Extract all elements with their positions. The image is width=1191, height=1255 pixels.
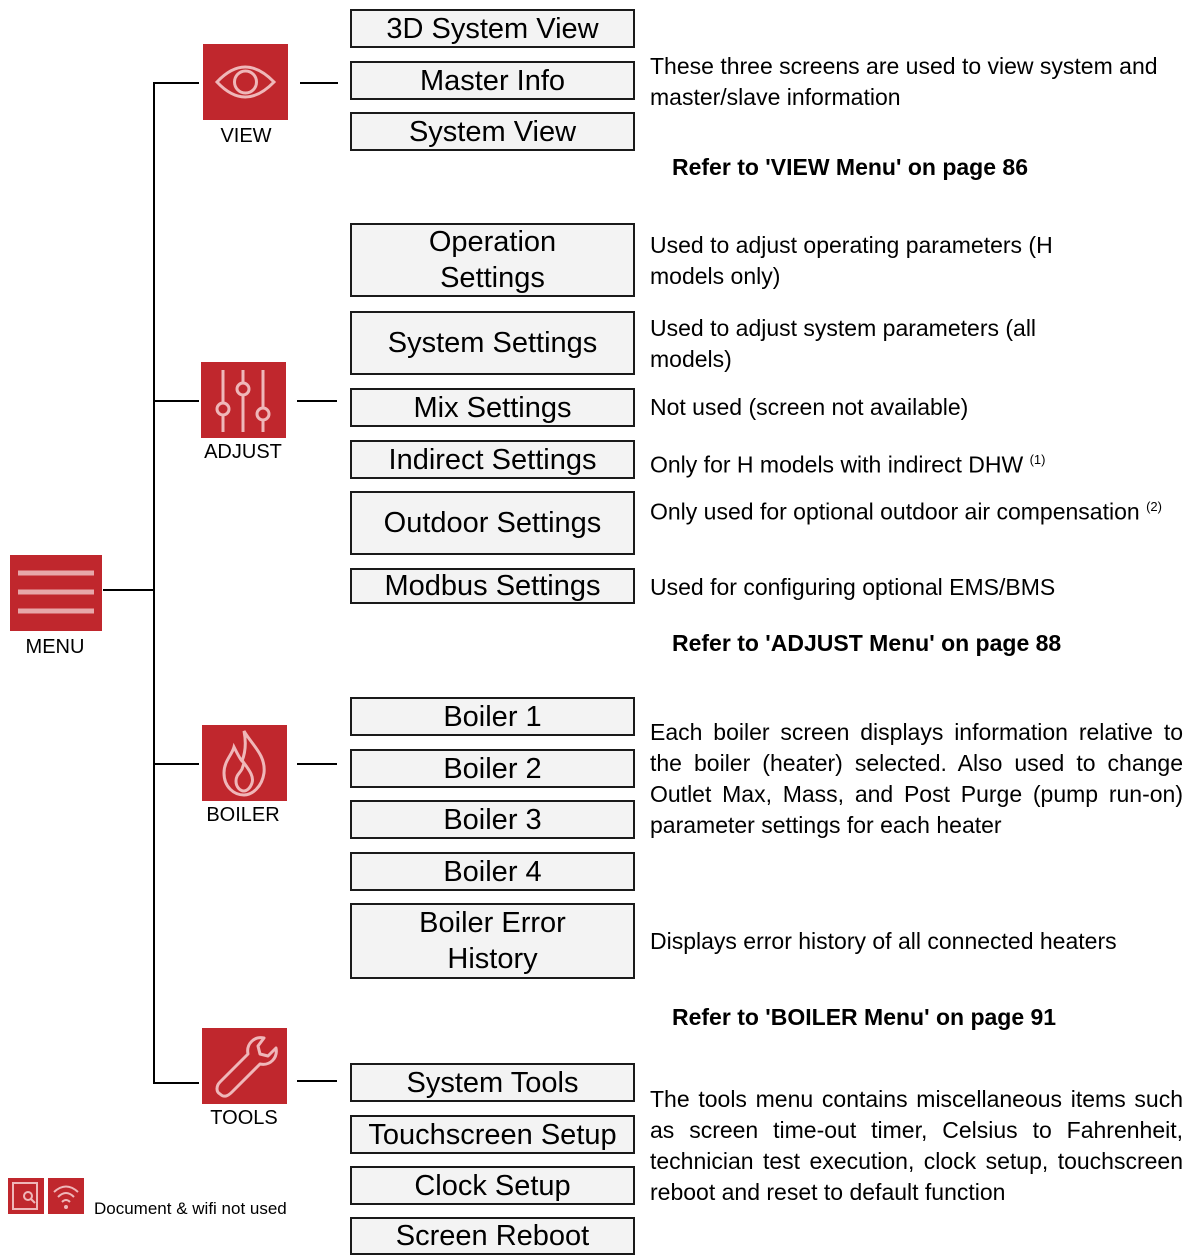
- outdoor-settings-text: Only used for optional outdoor air compe…: [650, 498, 1140, 525]
- footnote-2: (2): [1146, 499, 1162, 514]
- button-boiler-1[interactable]: Boiler 1: [350, 697, 635, 736]
- button-outdoor-settings[interactable]: Outdoor Settings: [350, 491, 635, 555]
- operation-settings-description: Used to adjust operating parameters (H m…: [650, 232, 1053, 289]
- mix-settings-description: Not used (screen not available): [650, 394, 969, 420]
- button-boiler-3[interactable]: Boiler 3: [350, 800, 635, 839]
- outdoor-settings-description: Only used for optional outdoor air compe…: [650, 491, 1182, 528]
- indirect-settings-description: Only for H models with indirect DHW (1): [650, 444, 1183, 481]
- button-boiler-error-history[interactable]: Boiler Error History: [350, 903, 635, 979]
- button-clock-setup[interactable]: Clock Setup: [350, 1166, 635, 1205]
- button-system-tools[interactable]: System Tools: [350, 1063, 635, 1102]
- button-touchscreen-setup[interactable]: Touchscreen Setup: [350, 1115, 635, 1154]
- note-text: Document & wifi not used: [94, 1199, 287, 1218]
- adjust-label: ADJUST: [204, 441, 282, 463]
- button-screen-reboot[interactable]: Screen Reboot: [350, 1217, 635, 1255]
- button-indirect-settings[interactable]: Indirect Settings: [350, 440, 635, 479]
- view-connector: [300, 82, 338, 84]
- button-system-view[interactable]: System View: [350, 112, 635, 151]
- view-reference: Refer to 'VIEW Menu' on page 86: [672, 154, 1028, 180]
- view-branch: [153, 82, 199, 84]
- button-boiler-2[interactable]: Boiler 2: [350, 749, 635, 788]
- sliders-icon[interactable]: [201, 362, 286, 438]
- indirect-settings-text: Only for H models with indirect DHW: [650, 451, 1024, 478]
- menu-label: MENU: [25, 636, 85, 658]
- view-label: VIEW: [220, 125, 272, 147]
- boiler-label: BOILER: [206, 804, 280, 826]
- button-modbus-settings[interactable]: Modbus Settings: [350, 568, 635, 604]
- menu-connector: [103, 589, 154, 591]
- button-system-settings[interactable]: System Settings: [350, 311, 635, 375]
- modbus-settings-description: Used for configuring optional EMS/BMS: [650, 574, 1056, 600]
- button-3d-system-view[interactable]: 3D System View: [350, 9, 635, 48]
- tree-trunk: [153, 83, 155, 1083]
- view-description: These three screens are used to view sys…: [650, 53, 1158, 110]
- button-mix-settings[interactable]: Mix Settings: [350, 388, 635, 427]
- eye-icon[interactable]: [203, 44, 288, 120]
- tools-description: The tools menu contains miscellaneous it…: [650, 1086, 1183, 1205]
- system-settings-description: Used to adjust system parameters (all mo…: [650, 315, 1037, 372]
- wrench-icon[interactable]: [202, 1028, 287, 1104]
- boiler-reference: Refer to 'BOILER Menu' on page 91: [672, 1004, 1057, 1030]
- document-icon: [8, 1178, 44, 1214]
- button-operation-settings[interactable]: Operation Settings: [350, 223, 635, 297]
- button-boiler-4[interactable]: Boiler 4: [350, 852, 635, 891]
- adjust-connector: [297, 400, 337, 402]
- boiler-branch: [153, 763, 199, 765]
- boiler-error-description: Displays error history of all connected …: [650, 928, 1117, 954]
- tools-label: TOOLS: [210, 1107, 278, 1129]
- boiler-description: Each boiler screen displays information …: [650, 719, 1183, 838]
- tools-branch: [153, 1082, 199, 1084]
- menu-icon[interactable]: [10, 555, 102, 631]
- footnote-1: (1): [1029, 452, 1046, 467]
- tools-connector: [297, 1080, 337, 1082]
- boiler-connector: [297, 763, 337, 765]
- flame-icon[interactable]: [202, 725, 287, 801]
- wifi-icon: [48, 1178, 84, 1214]
- adjust-reference: Refer to 'ADJUST Menu' on page 88: [672, 630, 1062, 656]
- button-master-info[interactable]: Master Info: [350, 61, 635, 100]
- adjust-branch: [153, 400, 199, 402]
